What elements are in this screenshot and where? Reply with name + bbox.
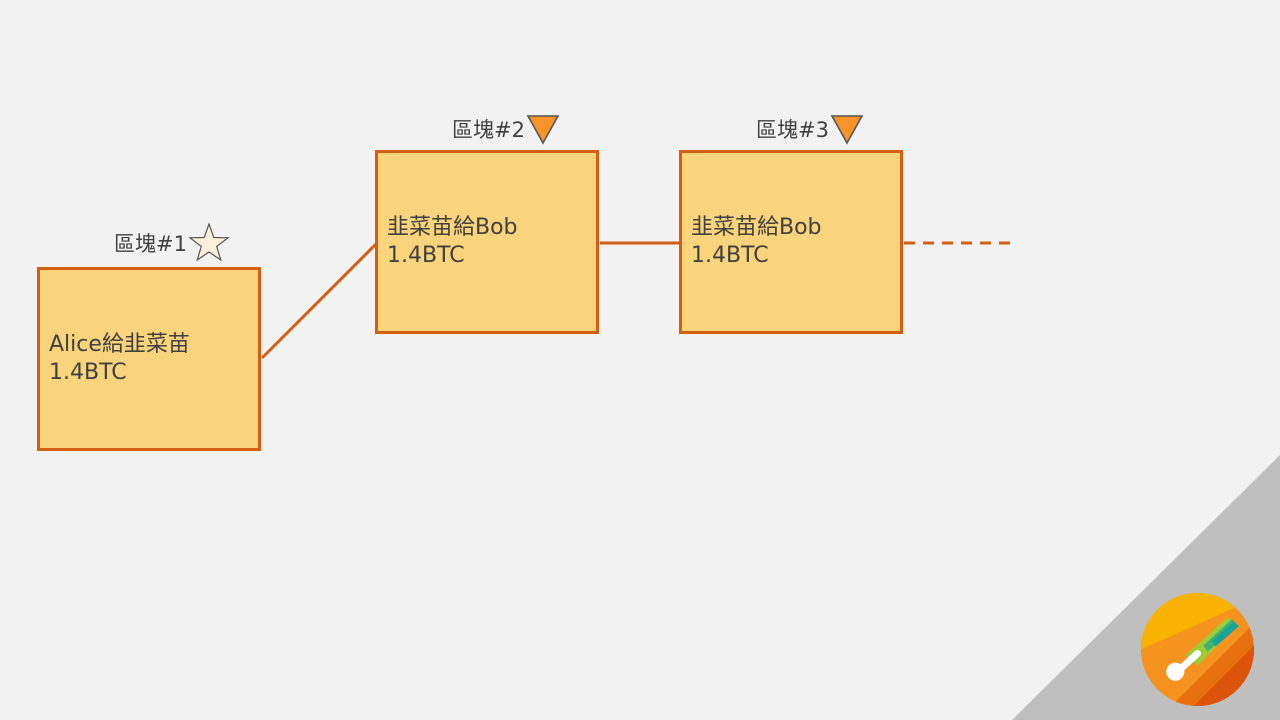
block-2: 韭菜苗給Bob 1.4BTC <box>375 150 599 334</box>
leek-logo-icon <box>1141 593 1254 706</box>
block-3-line-2: 1.4BTC <box>691 243 769 268</box>
block-1-label-text: 區塊#1 <box>114 232 187 256</box>
block-1-line-1: Alice給韭菜苗 <box>49 332 190 357</box>
block-3: 韭菜苗給Bob 1.4BTC <box>679 150 903 334</box>
star-icon <box>188 222 230 262</box>
block-2-label: 區塊#2 <box>452 113 560 145</box>
block-2-line-1: 韭菜苗給Bob <box>387 215 518 240</box>
block-3-label: 區塊#3 <box>756 113 864 145</box>
down-triangle-icon <box>830 115 864 145</box>
block-1-line-2: 1.4BTC <box>49 360 127 385</box>
down-triangle-icon <box>526 115 560 145</box>
block-1: Alice給韭菜苗 1.4BTC <box>37 267 261 451</box>
block-3-line-1: 韭菜苗給Bob <box>691 215 822 240</box>
block-3-label-text: 區塊#3 <box>756 118 829 142</box>
block-1-label: 區塊#1 <box>114 222 230 264</box>
block-2-line-2: 1.4BTC <box>387 243 465 268</box>
link-block1-block2 <box>260 241 379 360</box>
block-2-label-text: 區塊#2 <box>452 118 525 142</box>
